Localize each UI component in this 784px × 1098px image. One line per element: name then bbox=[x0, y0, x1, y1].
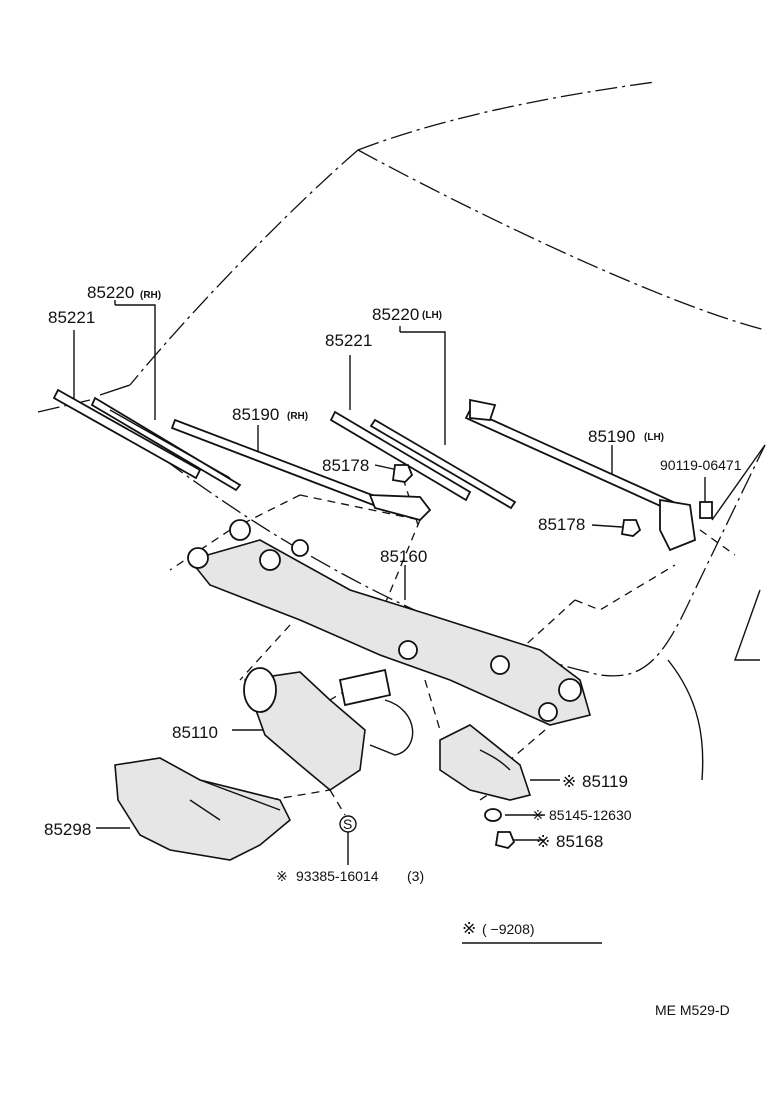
label-85221-rh: 85221 bbox=[48, 308, 95, 327]
label-lh-85190: (LH) bbox=[644, 432, 664, 443]
label-85220-rh: 85220 bbox=[87, 283, 134, 302]
label-85221-lh: 85221 bbox=[325, 331, 372, 350]
label-rh-85190: (RH) bbox=[287, 411, 308, 422]
bolt-90119 bbox=[699, 501, 713, 519]
nut-85178-rh bbox=[391, 464, 414, 483]
grommet-85168 bbox=[494, 831, 516, 849]
label-85110: 85110 bbox=[172, 723, 218, 742]
wiper-blade-rh bbox=[52, 388, 242, 492]
standard-part-mark: S bbox=[339, 815, 357, 833]
label-qty-3: (3) bbox=[407, 868, 424, 884]
asterisk-note: ※ bbox=[462, 919, 476, 938]
label-93385: 93385-16014 bbox=[296, 868, 379, 884]
motor-cover bbox=[114, 757, 291, 861]
bushing-85145 bbox=[484, 808, 502, 822]
label-85298: 85298 bbox=[44, 820, 91, 839]
label-85190-rh: 85190 bbox=[232, 405, 279, 424]
label-90119: 90119-06471 bbox=[660, 457, 742, 473]
leader-lines bbox=[73, 300, 736, 865]
windshield-outline bbox=[37, 81, 766, 781]
label-85178-lh: 85178 bbox=[538, 515, 585, 534]
label-85160: 85160 bbox=[380, 547, 427, 566]
label-rh-85220: (RH) bbox=[140, 290, 161, 301]
label-85145: 85145-12630 bbox=[549, 807, 632, 823]
s-mark: S bbox=[343, 816, 352, 832]
reference-code: ME M529-D bbox=[655, 1002, 730, 1018]
wiper-link-assembly bbox=[187, 519, 591, 726]
label-lh-85220: (LH) bbox=[422, 310, 442, 321]
asterisk-85119: ※ bbox=[562, 772, 576, 791]
label-85119: 85119 bbox=[582, 772, 628, 791]
wiper-arm-lh bbox=[464, 398, 696, 552]
label-85178-rh: 85178 bbox=[322, 456, 369, 475]
note-date-range: ( −9208) bbox=[482, 921, 535, 937]
wiper-motor bbox=[243, 667, 414, 791]
label-85220-lh: 85220 bbox=[372, 305, 419, 324]
wiper-blade-lh bbox=[329, 410, 517, 510]
motor-bracket bbox=[439, 724, 532, 801]
asterisk-85145: ※ bbox=[532, 807, 544, 823]
footnote: ※ ( −9208) bbox=[462, 919, 602, 944]
nut-85178-lh bbox=[620, 519, 642, 537]
wiper-arm-rh bbox=[170, 418, 432, 522]
label-85190-lh: 85190 bbox=[588, 427, 635, 446]
asterisk-85168: ※ bbox=[536, 832, 550, 851]
asterisk-93385: ※ bbox=[276, 868, 288, 884]
label-85168: 85168 bbox=[556, 832, 603, 851]
